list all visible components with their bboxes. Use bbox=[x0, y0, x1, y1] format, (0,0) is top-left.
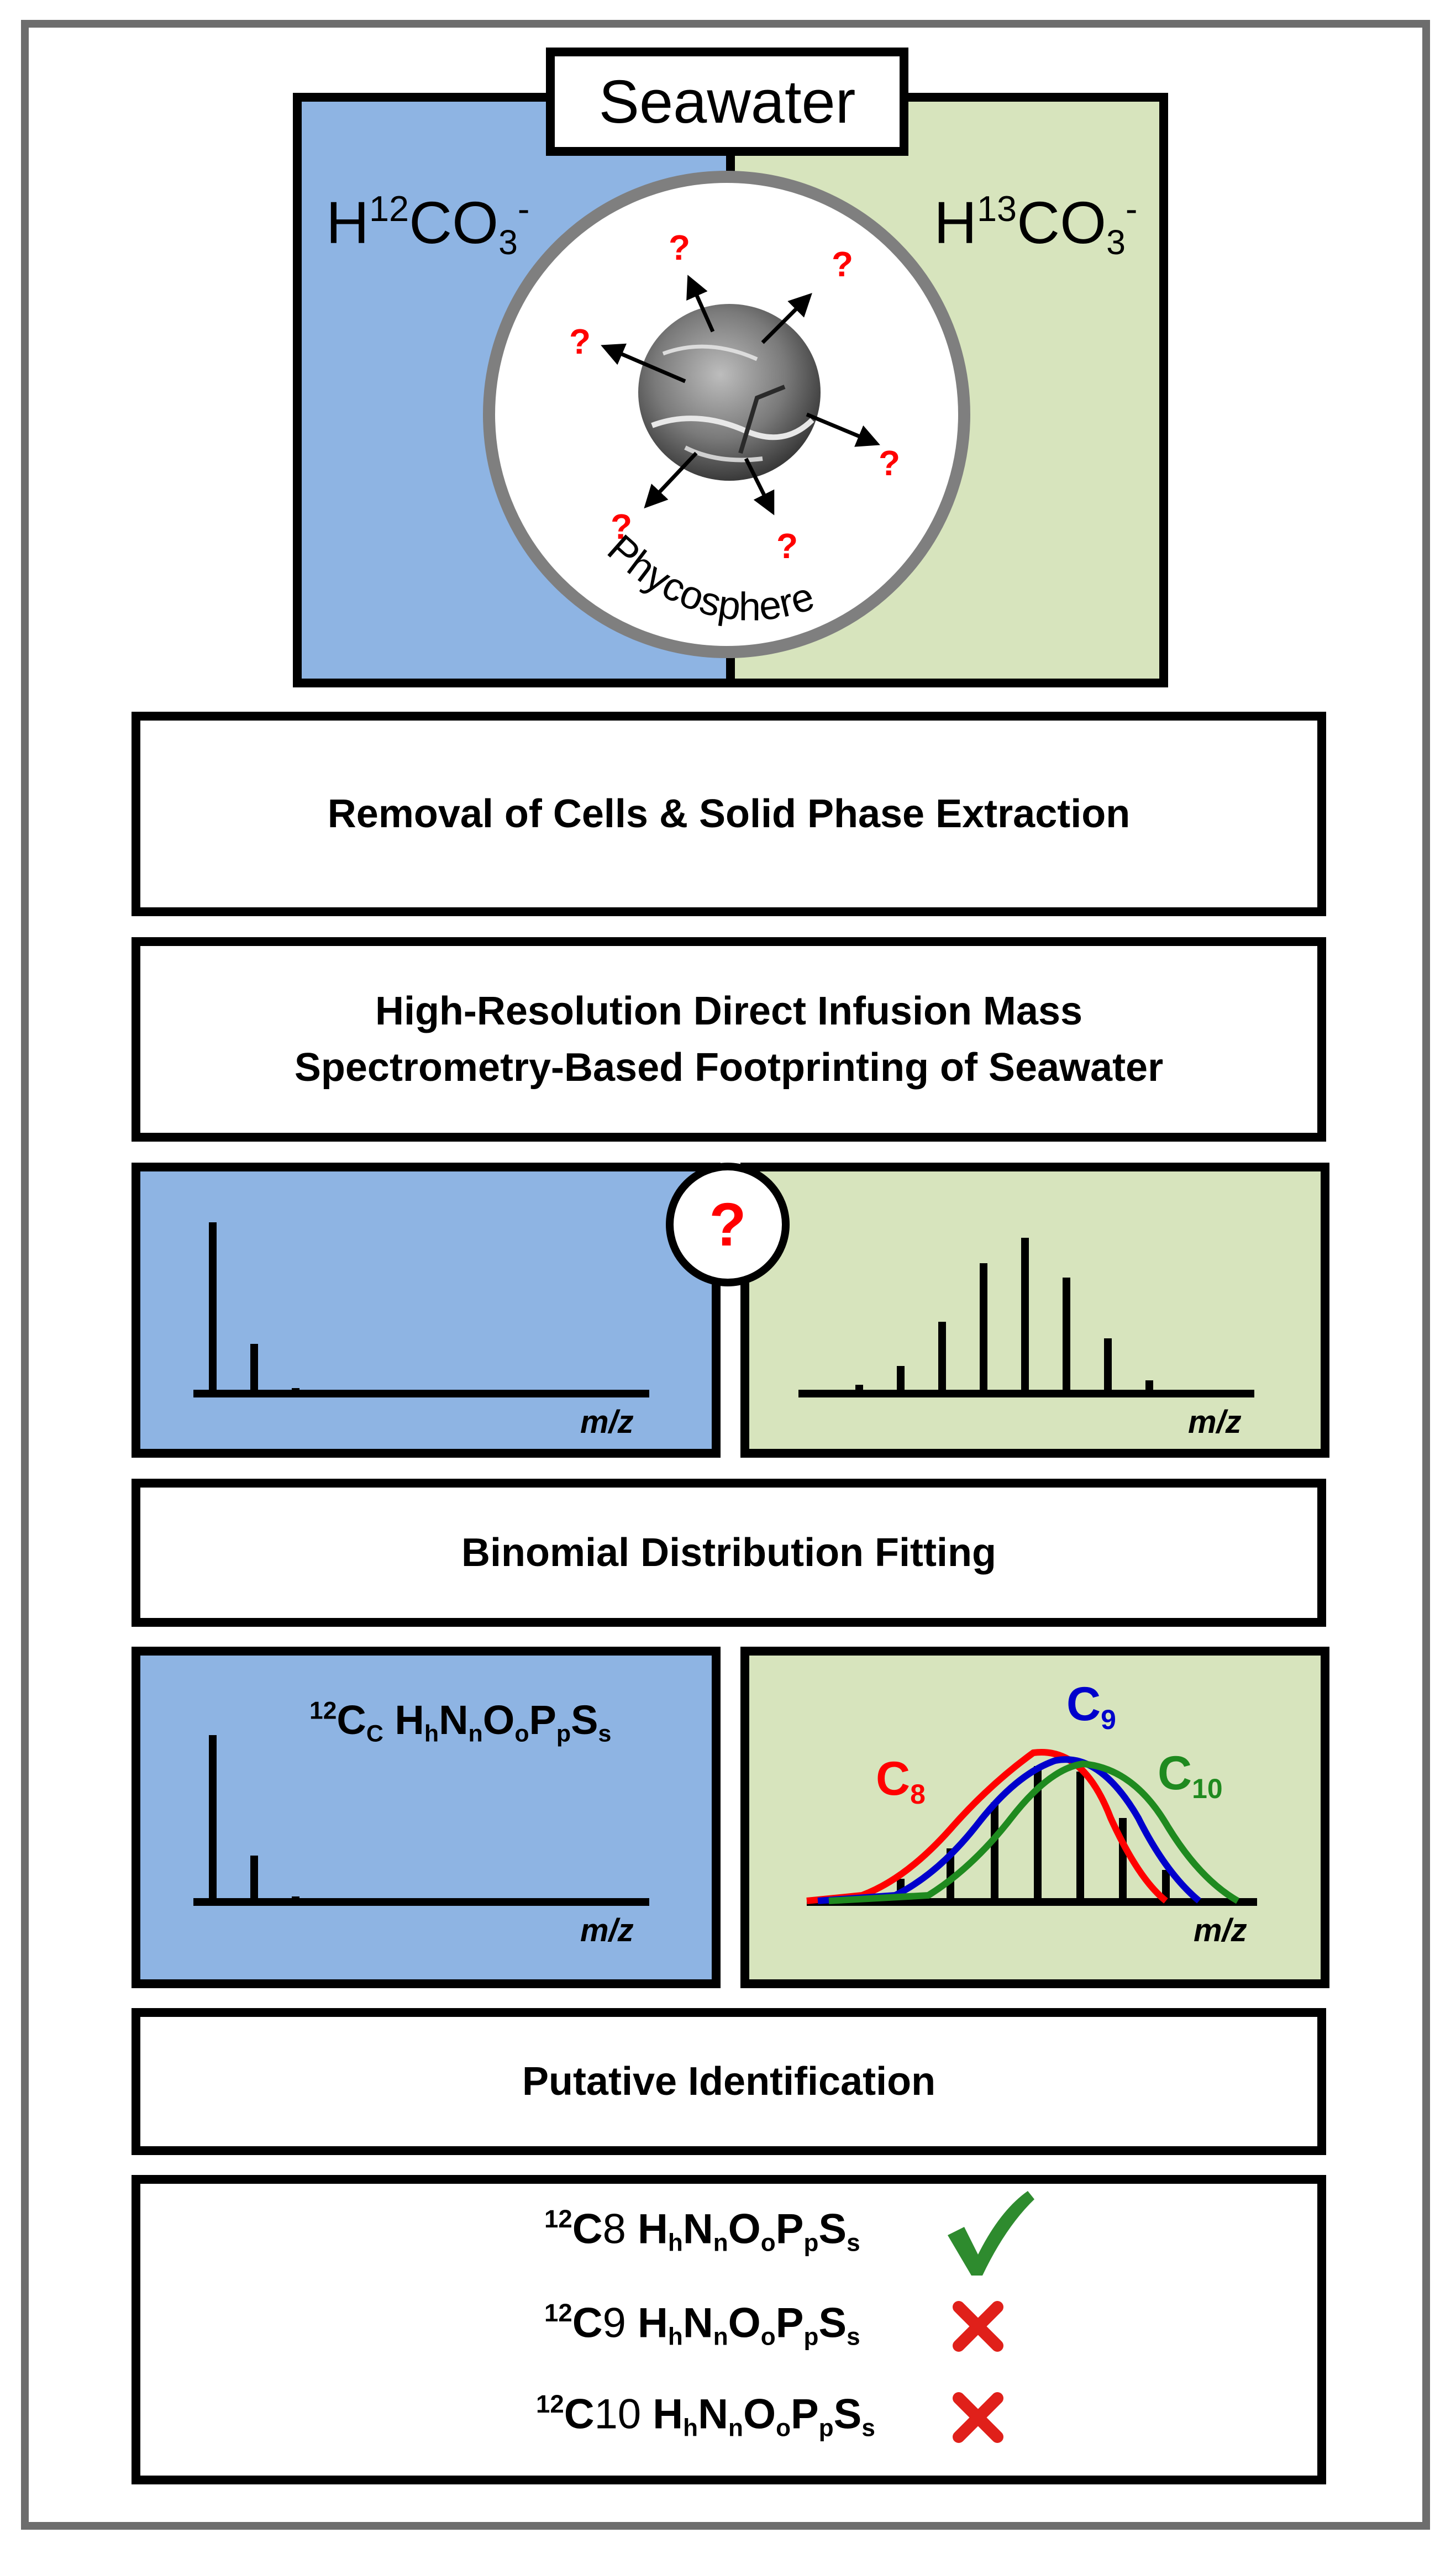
arrow-left bbox=[601, 343, 686, 383]
binomial-curve-c10 bbox=[828, 1760, 1239, 1904]
12c-formula-label: 12CC HhNnOoPpSs bbox=[309, 1697, 612, 1747]
label-c10: C10 bbox=[1158, 1747, 1223, 1804]
step-ms-label-line2: Spectrometry-Based Footprinting of Seawa… bbox=[294, 1045, 1164, 1090]
checkmark-icon bbox=[948, 2191, 1034, 2276]
axis-label-mz: m/z bbox=[580, 1404, 634, 1440]
question-mark: ? bbox=[832, 244, 853, 284]
result-row-c10: 12C10 HhNnOoPpSs bbox=[536, 2390, 875, 2442]
step-binomial-label: Binomial Distribution Fitting bbox=[461, 1530, 996, 1575]
question-mark: ? bbox=[879, 443, 900, 483]
question-mark: ? bbox=[611, 507, 632, 547]
fitted-12c-panel bbox=[132, 1647, 721, 1988]
step-ms-label-line1: High-Resolution Direct Infusion Mass bbox=[375, 989, 1083, 1033]
arrow-up-right bbox=[761, 293, 812, 344]
phycosphere-diagram: ? ? ? ? ? ? Phycosphere bbox=[483, 171, 970, 658]
h12co3-label: H12CO3- bbox=[326, 188, 530, 262]
result-row-c9: 12C9 HhNnOoPpSs bbox=[544, 2299, 860, 2351]
step-removal-label: Removal of Cells & Solid Phase Extractio… bbox=[327, 791, 1131, 836]
cross-icon bbox=[953, 2392, 1003, 2443]
axis-label-mz: m/z bbox=[580, 1912, 634, 1948]
step-mass-spectrometry: High-Resolution Direct Infusion Mass Spe… bbox=[132, 937, 1326, 1142]
arrow-down-right bbox=[744, 458, 775, 516]
axis-label-mz: m/z bbox=[1194, 1912, 1247, 1948]
seawater-title: Seawater bbox=[598, 67, 856, 136]
label-c8: C8 bbox=[876, 1752, 926, 1810]
binomial-curve-c8 bbox=[806, 1749, 1168, 1904]
diatom-cell-image bbox=[638, 304, 821, 481]
axis-label-mz: m/z bbox=[1188, 1404, 1242, 1440]
step-putative-label: Putative Identification bbox=[522, 2059, 936, 2104]
spectrum-13c-panel bbox=[740, 1163, 1329, 1458]
arrow-down-left bbox=[644, 451, 698, 509]
arrow-right bbox=[806, 412, 880, 447]
step-binomial-fitting: Binomial Distribution Fitting bbox=[132, 1479, 1326, 1627]
cross-icon bbox=[953, 2301, 1003, 2352]
h13co3-label: H13CO3- bbox=[934, 188, 1138, 262]
question-mark: ? bbox=[776, 526, 798, 566]
label-c9: C9 bbox=[1066, 1678, 1116, 1735]
arrow-up-left bbox=[686, 275, 715, 333]
seawater-title-box: Seawater bbox=[546, 48, 908, 156]
step-removal-of-cells: Removal of Cells & Solid Phase Extractio… bbox=[132, 712, 1326, 916]
result-row-c8: 12C8 HhNnOoPpSs bbox=[544, 2205, 860, 2257]
question-mark: ? bbox=[569, 322, 591, 361]
step-putative-identification: Putative Identification bbox=[132, 2008, 1326, 2155]
results-box bbox=[132, 2175, 1326, 2484]
binomial-curve-c9 bbox=[817, 1756, 1201, 1904]
question-mark: ? bbox=[669, 228, 690, 267]
